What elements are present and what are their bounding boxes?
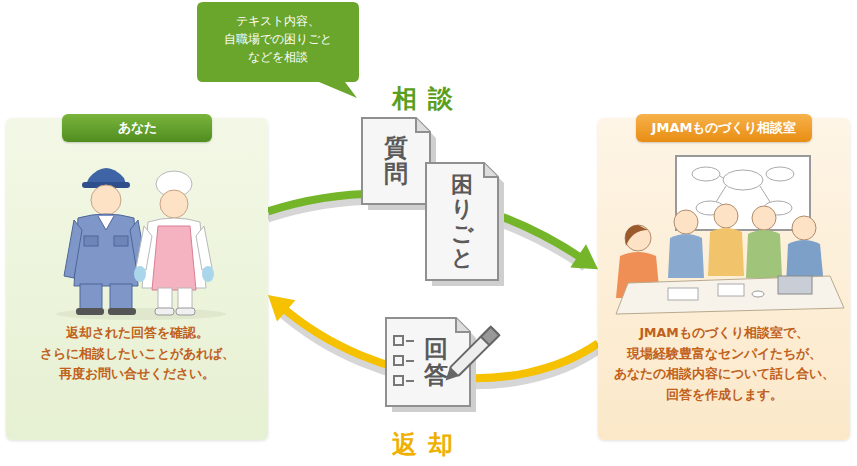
document-sheet — [426, 163, 498, 280]
arrow-head — [570, 244, 598, 269]
illustration-part — [708, 228, 744, 276]
callout-text: テキスト内容、 自職場での困りごと などを相談 — [213, 12, 343, 66]
illustration-part — [160, 190, 188, 218]
illustration-part — [746, 230, 782, 278]
bubble-outline — [197, 2, 359, 98]
illustration-part — [616, 276, 844, 314]
document-fold — [456, 318, 470, 332]
illustration-part — [114, 236, 128, 246]
header-pill: あなた — [62, 114, 212, 142]
worker-illustration — [6, 118, 268, 440]
illustration-part — [155, 308, 174, 315]
illustration-part — [152, 226, 196, 290]
list-box — [394, 356, 403, 365]
illustration-part — [158, 288, 172, 310]
illustration-part — [202, 266, 214, 282]
header-pill: JMAMものづくり相談室 — [636, 114, 812, 142]
illustration-part — [692, 167, 720, 181]
illustration-part — [134, 266, 146, 282]
illustration-part — [752, 206, 776, 230]
document-card: 困りごと — [426, 163, 498, 280]
illustration-part — [674, 210, 698, 234]
panel-heading: あなた — [118, 119, 157, 137]
pen-cap — [481, 327, 499, 345]
illustration-part — [668, 288, 698, 300]
illustration-part — [76, 308, 104, 315]
illustration-part — [196, 226, 212, 270]
arrow-head — [268, 295, 295, 321]
pen-body — [450, 327, 499, 376]
list-line — [406, 380, 414, 382]
illustration-part — [668, 234, 704, 278]
illustration-part — [176, 308, 195, 315]
illustration-part — [98, 216, 114, 230]
document-text: 困りごと — [451, 173, 473, 270]
document-card: 質問 — [362, 118, 430, 204]
illustration-part — [110, 284, 132, 310]
actor-panel: 返却された回答を確認。 さらに相談したいことがあれば、 再度お問い合せください。… — [6, 118, 268, 440]
actor-panel: JMAMものづくり相談室で、 現場経験豊富なセンパイたちが、 あなたの相談内容に… — [598, 118, 850, 440]
illustration-part — [136, 226, 152, 270]
illustration-part — [56, 308, 226, 320]
illustration-part — [752, 291, 764, 297]
illustration-part — [766, 167, 794, 181]
illustration-part — [178, 288, 192, 310]
illustration-part — [108, 308, 136, 315]
illustration-part — [625, 225, 651, 251]
illustration-part — [778, 276, 812, 294]
illustration-part — [86, 168, 126, 184]
document-fold — [416, 118, 430, 132]
panel-heading: JMAMものづくり相談室 — [652, 119, 797, 137]
speech-bubble: テキスト内容、 自職場での困りごと などを相談 — [197, 2, 359, 98]
illustration-part — [718, 284, 744, 296]
pen-symbol — [441, 327, 499, 385]
document-fold — [484, 163, 498, 177]
illustration-part — [720, 176, 723, 178]
list-line — [406, 360, 414, 362]
illustration-part — [792, 216, 816, 240]
illustration-part — [74, 214, 138, 286]
illustration-part — [84, 236, 98, 246]
illustration-part — [625, 225, 648, 246]
document-text: 回答 — [424, 336, 448, 389]
illustration-part — [716, 186, 726, 202]
illustration-part — [760, 186, 770, 202]
list-box — [394, 336, 403, 345]
panel-body-text: JMAMものづくり相談室で、 現場経験豊富なセンパイたちが、 あなたの相談内容に… — [608, 323, 840, 406]
list-line — [406, 340, 414, 342]
flow-label: 相談 — [372, 82, 473, 115]
panel-body-text: 返却された回答を確認。 さらに相談したいことがあれば、 再度お問い合せください。 — [30, 323, 245, 385]
document-sheet — [362, 118, 430, 204]
list-box — [394, 376, 403, 385]
flow-label: 返却 — [372, 428, 473, 461]
illustration-part — [80, 284, 102, 310]
illustration-part — [723, 170, 763, 190]
illustration-part — [91, 185, 121, 215]
document-card: 回答 — [386, 318, 470, 406]
illustration-part — [64, 220, 82, 278]
document-text: 質問 — [384, 135, 408, 188]
illustration-part — [714, 204, 738, 228]
